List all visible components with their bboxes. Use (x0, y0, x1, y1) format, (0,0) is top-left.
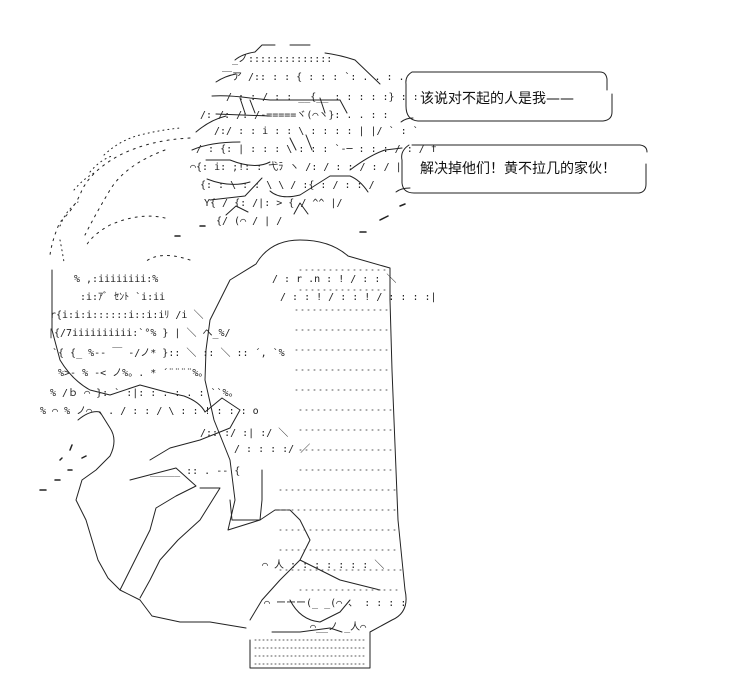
ascii-glyph: % ,:iiiiiiii:% (74, 274, 158, 285)
ascii-glyph: / : : / : : __{__ : : : : :} : : : : (226, 92, 443, 103)
ascii-glyph: ⌒ ーーー(_ _(⌒ 、 : : : : (264, 598, 406, 609)
ascii-glyph: _ノ:::::::::::::: (232, 54, 332, 65)
ascii-glyph: ⌒__ノ _人⌒ (310, 621, 366, 633)
ascii-glyph: Y{ / {: /|: > { / ^^ |/ (204, 198, 342, 209)
ascii-glyph: {/ (⌒ / | / (216, 216, 282, 227)
ascii-glyph: /: /: /: /-=====ヾ(⌒ヽ}: . . : : (200, 110, 389, 121)
cloak-hatching (279, 269, 403, 591)
aura-dotted (59, 127, 181, 263)
ascii-glyph: r{i:i:i::::::i::i:iﾘ /i ＼ (50, 309, 203, 321)
speech-bubble-text-1: 该说对不起的人是我—— (420, 91, 574, 107)
ascii-glyph: % /ｂ ⌒ }: ` :|: : . : . : ``%。 (50, 387, 239, 399)
speech-bubble-text-2: 解决掉他们！黄不拉几的家伙！ (420, 161, 616, 177)
figure-hat-outline (191, 44, 403, 201)
ascii-glyph: _____ :: . -- { (150, 466, 240, 477)
speech-bubble-outline-1 (400, 71, 613, 123)
ascii-glyph: |{/7iiiiiiiiii:`°% } | ＼ へ_%/ (48, 327, 231, 339)
ascii-glyph: {: : \ : : \ \ / :{ : / : : / (200, 180, 375, 191)
ascii-glyph: /:: :/ :| :/ ＼ (200, 427, 288, 439)
ascii-glyph: /:/ : : i : : \ : : : : | |/ ` : ` (214, 125, 419, 137)
ascii-glyph: :i:ｱﾞ ｾﾝﾄ `i:ii (80, 291, 165, 303)
sparkle-marks (39, 203, 406, 491)
figure-left-arm (51, 269, 247, 629)
figure-cloth-folds (119, 467, 381, 633)
ascii-glyph: ⌒ 人 : : : : : : : ＼ (262, 559, 384, 571)
ascii-glyph: / : : : :/ ／ (234, 443, 310, 455)
ascii-glyph: / : {: | : : : \ : : : `-─ : : : / : / f (196, 143, 437, 155)
speech-bubble-outline-2 (395, 144, 648, 194)
ascii-glyph: / : : ! / : : ! / : : : :| (280, 292, 437, 303)
lower-hatching (254, 639, 366, 665)
ascii-glyph: ￣ア /:: : : { : : : `: . . : . (222, 70, 405, 83)
ascii-glyph: `{ {_ %-- ￣ -/ノ* }:: ＼ :: ＼ :: ´, `% (52, 346, 285, 359)
ascii-glyph: % ⌒ % ノ⌒ 、. / : : / \ : : ! : : : o (40, 406, 259, 417)
ascii-glyph: ⌒{: i: ;!: : 弋ﾗ ヽ /: / : : / : / | (190, 160, 402, 173)
ascii-glyph: %>- % -< ノ%。. * ´¨¨¨¨%。 (58, 367, 208, 379)
figure-face-details (225, 97, 348, 216)
ascii-glyph: / : r .n : ! / : : ＼ (272, 273, 396, 285)
motion-swirl (49, 137, 191, 263)
